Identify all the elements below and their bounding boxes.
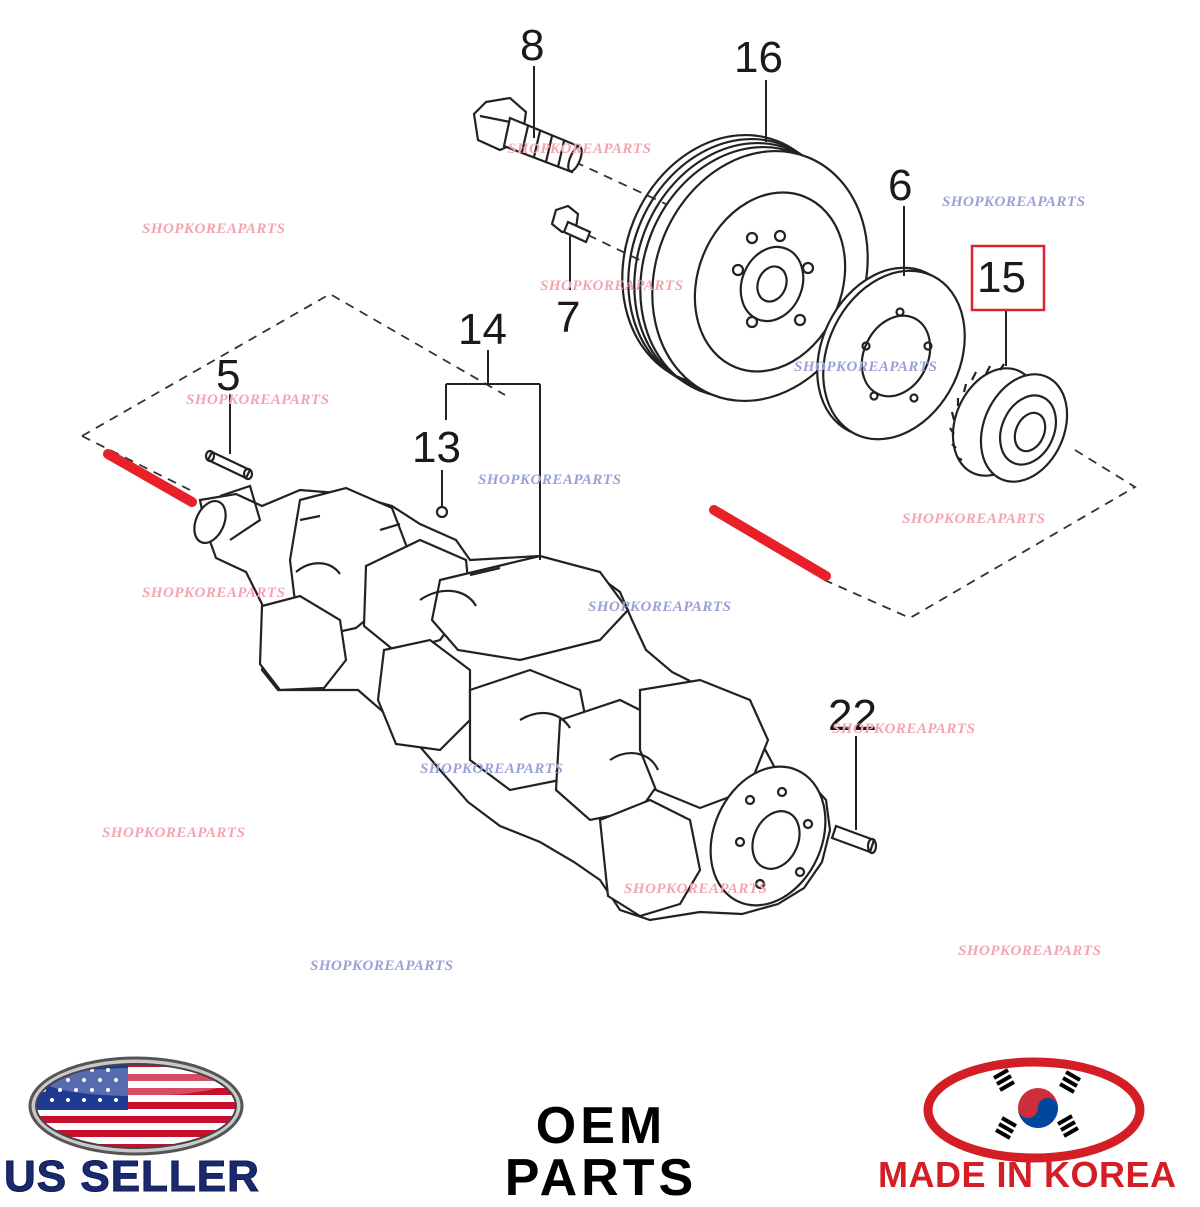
watermark: SHOPKOREAPARTS — [902, 511, 1045, 527]
watermark: SHOPKOREAPARTS — [942, 194, 1085, 210]
pin-5-drawing — [204, 449, 254, 481]
bolt-7-drawing — [550, 204, 592, 244]
watermark: SHOPKOREAPARTS — [478, 472, 621, 488]
leader-14 — [446, 350, 541, 560]
highlight-box-15 — [970, 244, 1046, 312]
made-in-korea-badge-text: MADE IN KOREA — [878, 1154, 1177, 1195]
us-flag-icon — [28, 1056, 244, 1156]
watermark: SHOPKOREAPARTS — [540, 278, 683, 294]
watermark: SHOPKOREAPARTS — [310, 958, 453, 974]
crankshaft-drawing — [193, 484, 832, 922]
red-marker-right — [709, 505, 831, 581]
assembly-boundary-left — [81, 292, 506, 437]
watermark: SHOPKOREAPARTS — [794, 359, 937, 375]
watermark: SHOPKOREAPARTS — [958, 943, 1101, 959]
plate-6-drawing — [816, 266, 966, 441]
label-part-7: 7 — [556, 293, 580, 342]
footer-badges — [28, 1056, 1145, 1163]
oem-line-2: PARTS — [504, 1149, 698, 1207]
crankshaft-parts-diagram: 8 16 6 15 7 14 5 13 22 SHOPKOREAPARTS SH… — [81, 21, 1137, 974]
korea-flag-icon — [923, 1057, 1145, 1163]
watermark: SHOPKOREAPARTS — [508, 141, 651, 157]
oem-parts-badge: OEM PARTS — [486, 1100, 716, 1204]
label-part-8: 8 — [520, 21, 544, 70]
label-part-13: 13 — [412, 423, 461, 472]
assembly-leader-bolt7 — [587, 234, 651, 266]
watermark: SHOPKOREAPARTS — [102, 825, 245, 841]
watermark: SHOPKOREAPARTS — [624, 881, 767, 897]
label-part-14: 14 — [458, 305, 507, 354]
label-part-15: 15 — [977, 253, 1026, 302]
watermark: SHOPKOREAPARTS — [420, 761, 563, 777]
pin-22-drawing — [830, 824, 878, 855]
label-part-5: 5 — [216, 351, 240, 400]
watermark: SHOPKOREAPARTS — [142, 585, 285, 601]
watermark: SHOPKOREAPARTS — [832, 721, 975, 737]
assembly-boundary-right — [819, 449, 1137, 620]
watermark: SHOPKOREAPARTS — [588, 599, 731, 615]
us-seller-badge-text: US SELLER — [4, 1152, 260, 1202]
assembly-boundary-left-lower — [81, 435, 191, 491]
oem-line-1: OEM — [535, 1097, 667, 1155]
sprocket-15-drawing — [949, 363, 1069, 483]
watermark: SHOPKOREAPARTS — [186, 392, 329, 408]
label-part-6: 6 — [888, 161, 912, 210]
label-part-16: 16 — [734, 33, 783, 82]
bolt-8-drawing — [472, 96, 583, 174]
red-marker-left — [103, 449, 197, 507]
label-part-22: 22 — [828, 691, 877, 740]
watermark: SHOPKOREAPARTS — [142, 221, 285, 237]
